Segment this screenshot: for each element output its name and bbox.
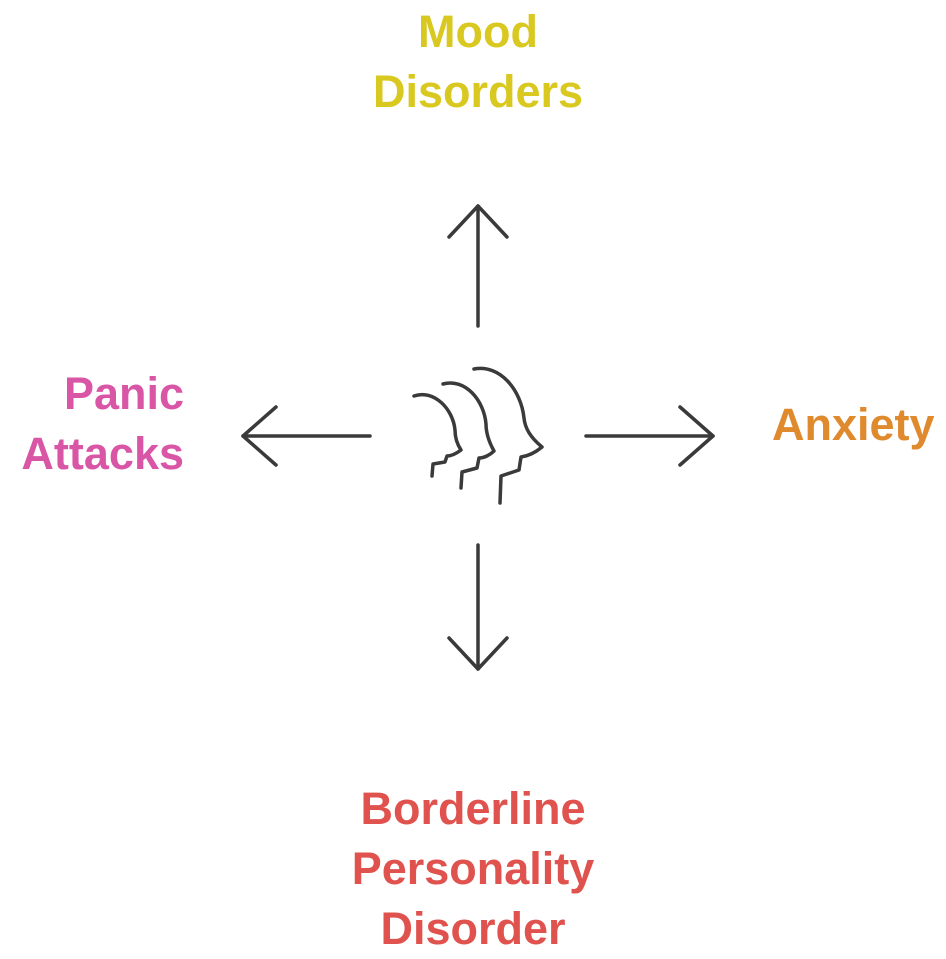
label-line: Disorders [372, 66, 584, 117]
label-line: Anxiety [772, 399, 935, 450]
label-line: Mood [418, 6, 538, 57]
arrow-down-icon [447, 543, 509, 671]
label-borderline-personality-disorder: Borderline Personality Disorder [0, 779, 946, 959]
label-line: Personality [351, 843, 595, 894]
arrow-right-icon [584, 405, 715, 467]
label-mood-disorders: Mood Disorders [0, 2, 946, 122]
label-line: Panic [63, 368, 184, 419]
label-line: Disorder [380, 903, 566, 954]
label-line: Borderline [360, 783, 586, 834]
label-line: Attacks [21, 428, 184, 479]
label-anxiety: Anxiety [772, 395, 935, 455]
arrow-up-icon [447, 204, 509, 328]
three-heads-profile-icon [412, 366, 544, 505]
arrow-left-icon [241, 405, 372, 467]
label-panic-attacks: Panic Attacks [0, 364, 184, 484]
